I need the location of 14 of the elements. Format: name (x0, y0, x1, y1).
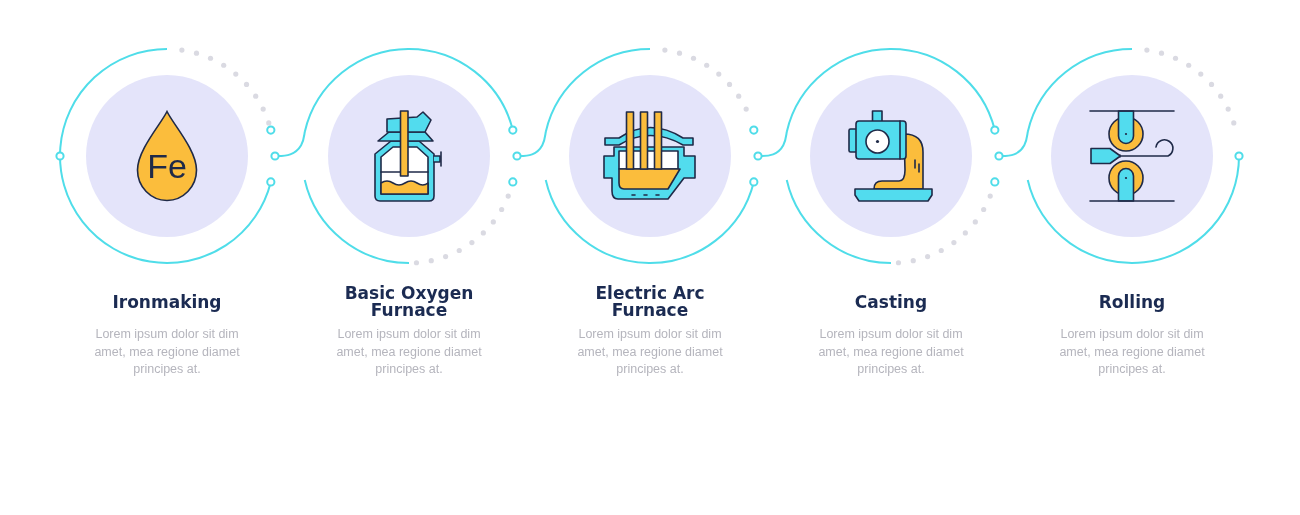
step-title: Ironmaking (112, 293, 222, 311)
step-title: Casting (854, 293, 928, 311)
connector-line (994, 130, 1029, 161)
step-title: Basic Oxygen Furnace (343, 285, 475, 319)
step-description: Lorem ipsum dolor sit dim amet, mea regione diamet principes at. (335, 326, 483, 378)
step-title: Electric Arc Furnace (594, 285, 706, 319)
connector-line (270, 130, 306, 161)
connector-line (753, 130, 788, 161)
connector-line (512, 130, 547, 161)
step-description: Lorem ipsum dolor sit dim amet, mea regione diamet principes at. (817, 326, 965, 378)
step-title: Rolling (1098, 293, 1166, 311)
step-description: Lorem ipsum dolor sit dim amet, mea regione diamet principes at. (93, 326, 241, 378)
step-description: Lorem ipsum dolor sit dim amet, mea regione diamet principes at. (576, 326, 724, 378)
step-description: Lorem ipsum dolor sit dim amet, mea regione diamet principes at. (1058, 326, 1206, 378)
